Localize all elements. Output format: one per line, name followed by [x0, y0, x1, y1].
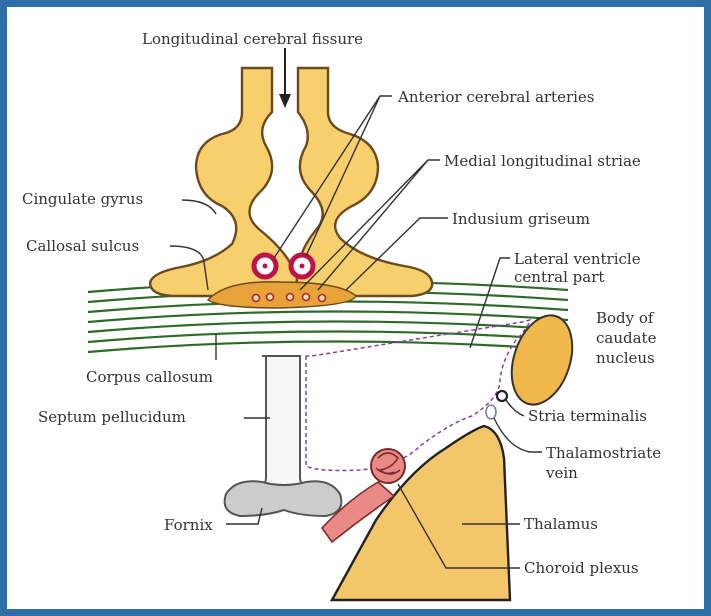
label-indusium-griseum: Indusium griseum: [452, 210, 590, 228]
stria-terminalis: [497, 391, 507, 401]
label-lateral-ventricle-line2: central part: [514, 268, 641, 286]
label-thalamus: Thalamus: [524, 515, 598, 533]
label-corpus-callosum: Corpus callosum: [86, 368, 213, 386]
label-callosal-sulcus: Callosal sulcus: [26, 237, 139, 255]
label-stria-terminalis: Stria terminalis: [528, 407, 647, 425]
down-arrow-icon: [279, 48, 291, 108]
label-thalamostriate-vein: Thalamostriate vein: [546, 443, 661, 483]
label-fornix: Fornix: [164, 516, 213, 534]
label-choroid-plexus: Choroid plexus: [524, 559, 639, 577]
label-caudate-line1: Body of: [596, 308, 656, 328]
label-septum-pellucidum: Septum pellucidum: [38, 408, 186, 426]
fornix: [225, 481, 342, 516]
label-medial-longitudinal-striae: Medial longitudinal striae: [444, 152, 641, 170]
label-anterior-cerebral-arteries: Anterior cerebral arteries: [398, 88, 595, 106]
thalamostriate-vein: [486, 405, 496, 419]
label-caudate-nucleus: Body of caudate nucleus: [596, 308, 656, 368]
label-thalamostriate-line2: vein: [546, 463, 661, 483]
label-caudate-line2: caudate: [596, 328, 656, 348]
label-lateral-ventricle-line1: Lateral ventricle: [514, 250, 641, 268]
label-longitudinal-fissure: Longitudinal cerebral fissure: [142, 30, 363, 48]
label-thalamostriate-line1: Thalamostriate: [546, 443, 661, 463]
label-caudate-line3: nucleus: [596, 348, 656, 368]
choroid-plexus: [371, 449, 405, 483]
label-cingulate-gyrus: Cingulate gyrus: [22, 190, 143, 208]
label-lateral-ventricle: Lateral ventricle central part: [514, 250, 641, 286]
